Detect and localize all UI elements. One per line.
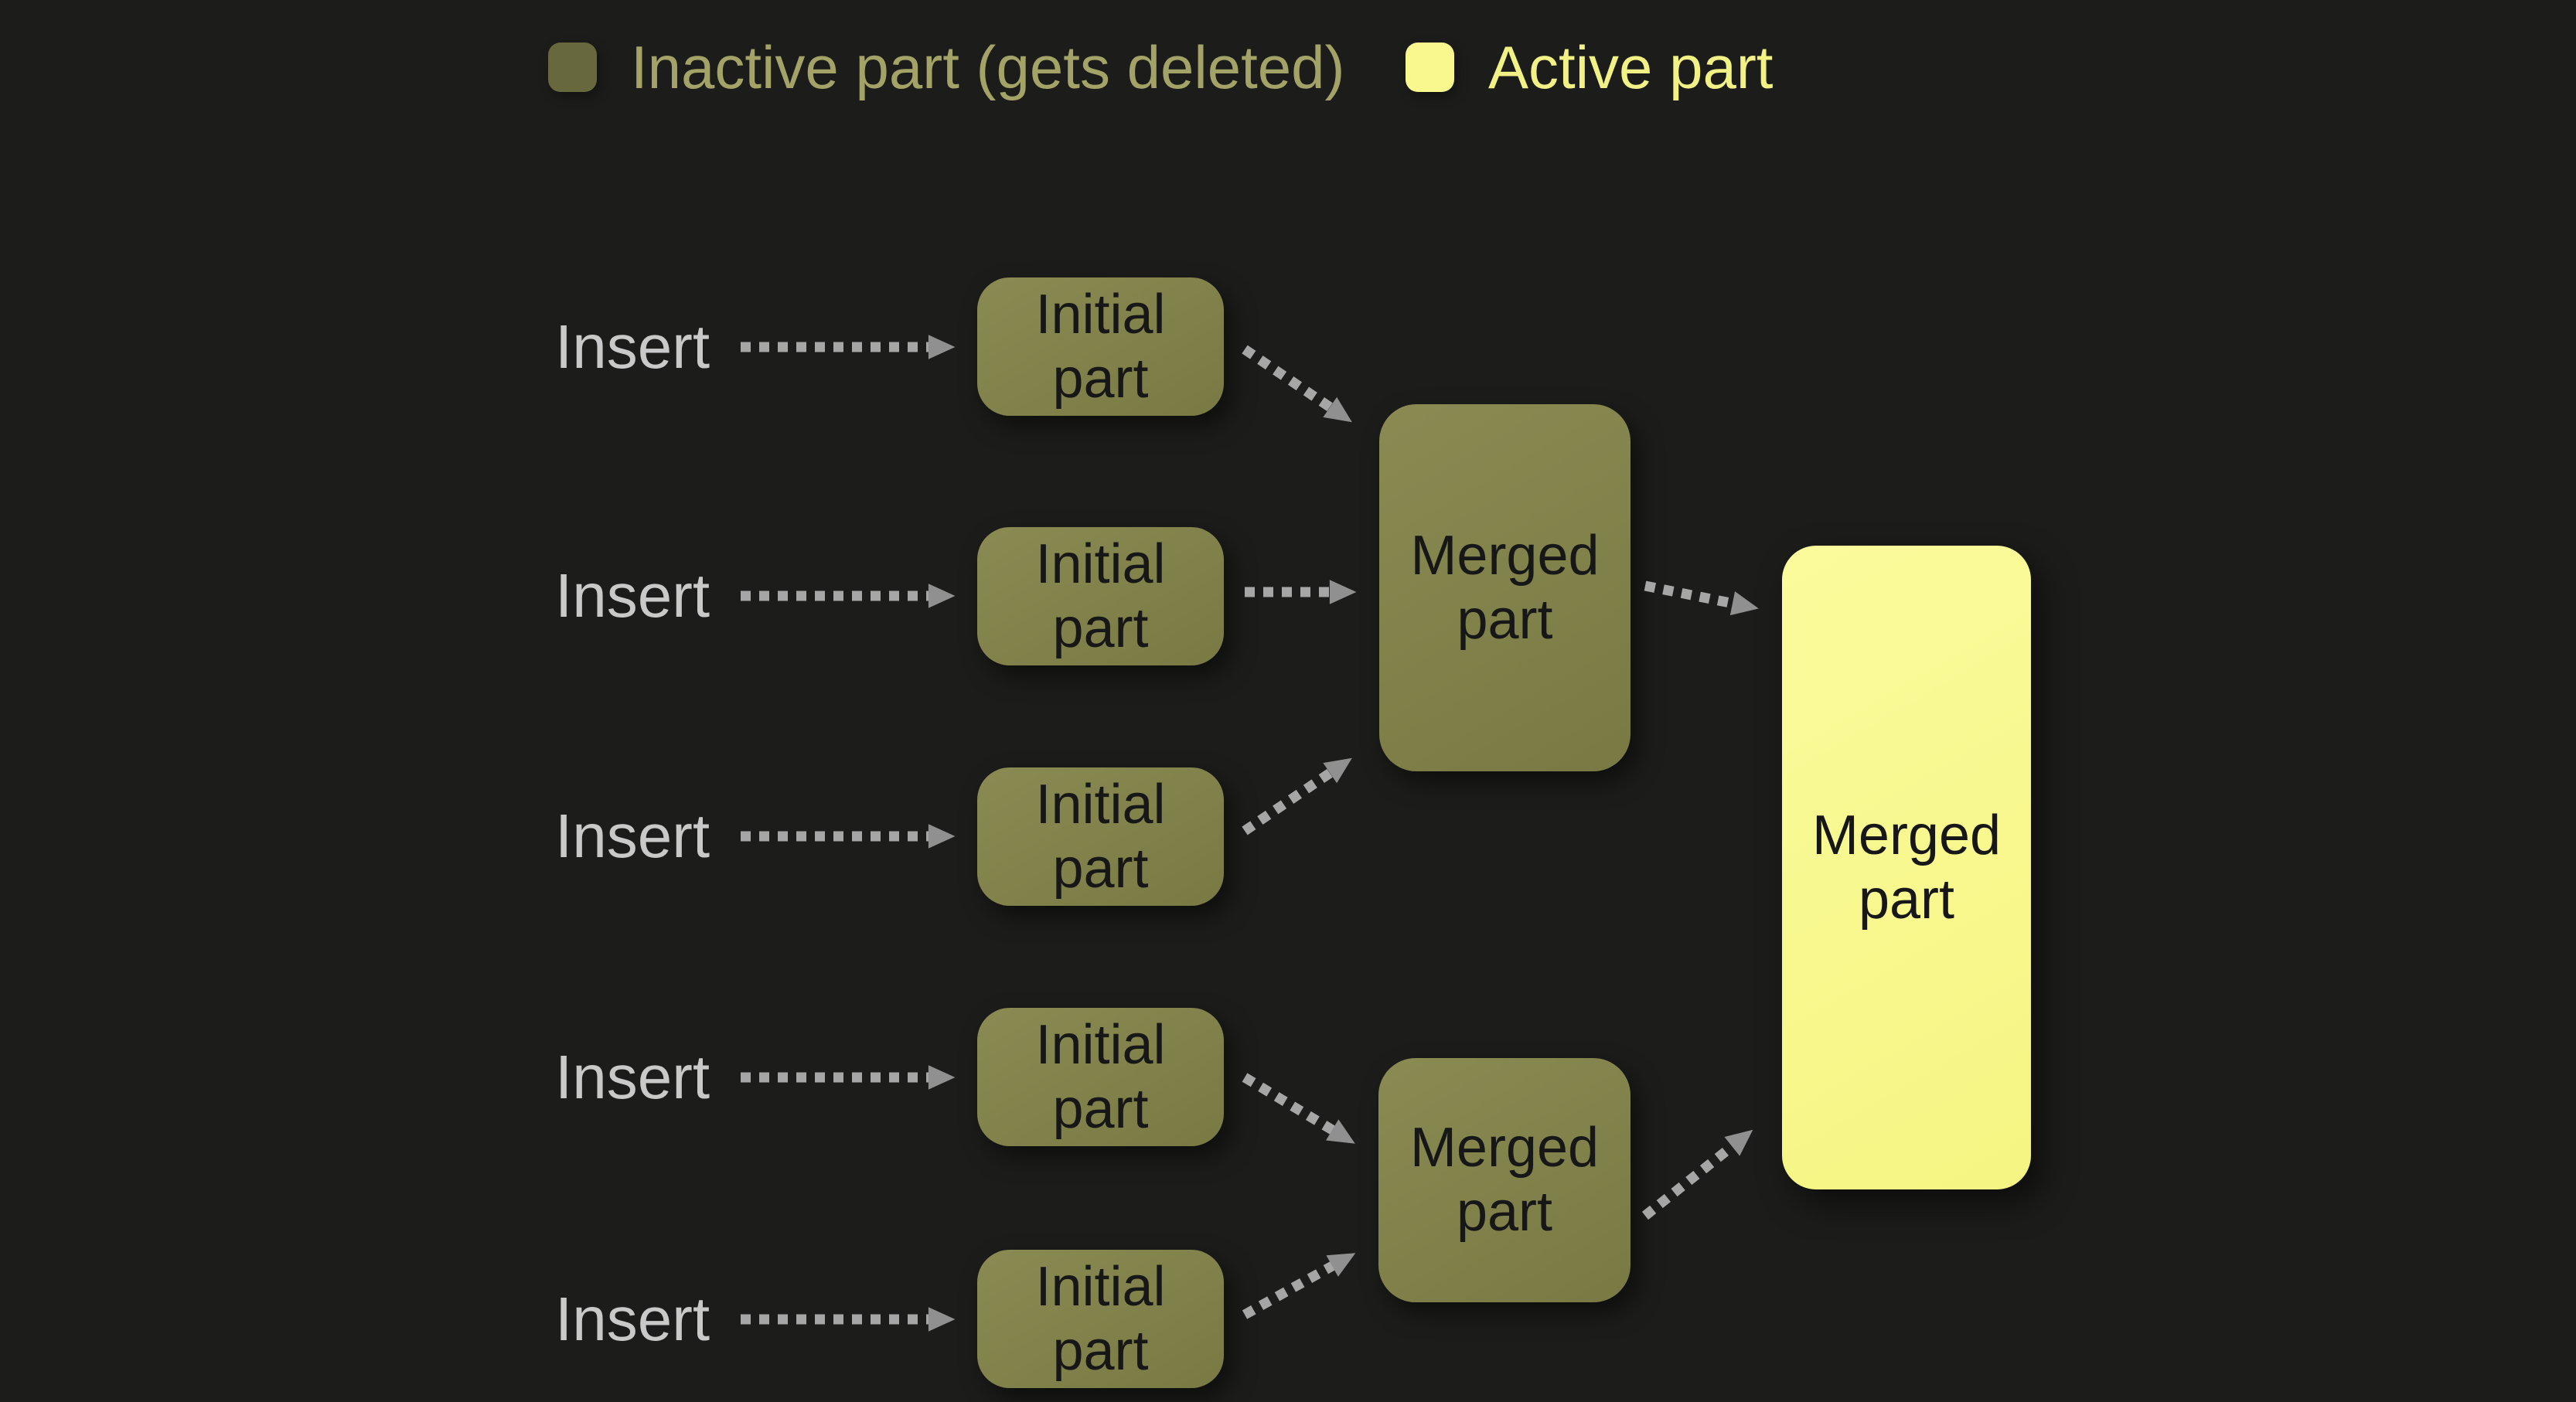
- insert-label: Insert: [555, 1043, 710, 1111]
- initial-part-node: Initial part: [977, 1008, 1224, 1146]
- node-label: Initial part: [1035, 773, 1166, 900]
- arrow-initial4-merged2: [1242, 1073, 1355, 1144]
- initial-part-node: Initial part: [977, 277, 1224, 416]
- legend-label-active: Active part: [1488, 33, 1774, 101]
- initial-part-node: Initial part: [977, 767, 1224, 906]
- merged-part-node-1: Merged part: [1379, 404, 1630, 771]
- legend-item-inactive: Inactive part (gets deleted): [548, 36, 1345, 98]
- merged-part-node-active: Merged part: [1782, 546, 2031, 1189]
- legend-item-active: Active part: [1406, 36, 1773, 98]
- merged-part-node-2: Merged part: [1378, 1058, 1630, 1302]
- arrow-initial5-merged2: [1242, 1253, 1356, 1319]
- node-label: Merged part: [1409, 1117, 1600, 1243]
- initial-part-node: Initial part: [977, 1250, 1224, 1388]
- arrow-merged2-final: [1641, 1129, 1753, 1220]
- node-label: Merged part: [1811, 804, 2002, 931]
- insert-label: Insert: [555, 312, 710, 381]
- active-part-swatch-icon: [1406, 43, 1454, 92]
- legend-label-inactive: Inactive part (gets deleted): [631, 33, 1345, 101]
- insert-label: Insert: [555, 561, 710, 630]
- node-label: Initial part: [1035, 283, 1166, 410]
- insert-label: Insert: [555, 801, 710, 870]
- initial-part-node: Initial part: [977, 527, 1224, 665]
- inactive-part-swatch-icon: [548, 43, 597, 92]
- node-label: Merged part: [1410, 524, 1600, 651]
- arrow-merged1-final: [1644, 580, 1759, 616]
- arrow-initial1-merged1: [1242, 345, 1352, 423]
- insert-label: Insert: [555, 1285, 710, 1353]
- arrow-initial3-merged1: [1242, 757, 1352, 835]
- node-label: Initial part: [1035, 533, 1166, 659]
- node-label: Initial part: [1035, 1013, 1166, 1140]
- node-label: Initial part: [1035, 1255, 1166, 1382]
